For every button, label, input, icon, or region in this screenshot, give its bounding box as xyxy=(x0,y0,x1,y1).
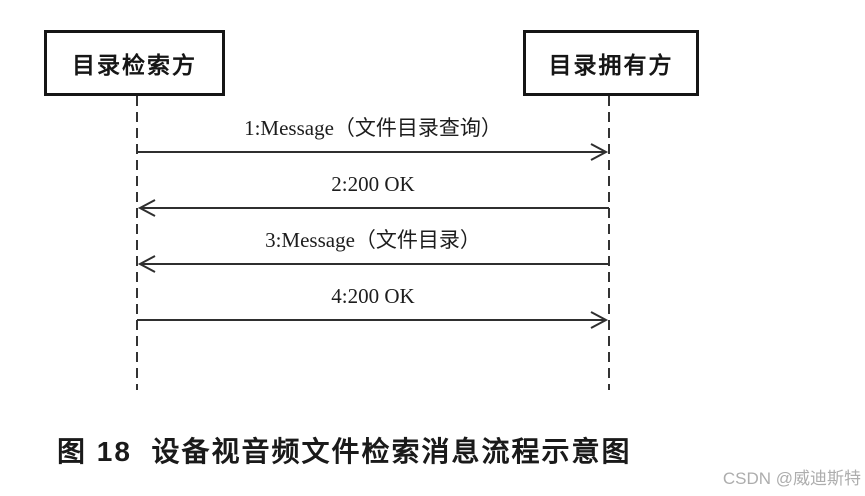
message-label: 1:Message（文件目录查询） xyxy=(244,116,502,140)
arrow-left-icon xyxy=(137,199,609,217)
arrow-left-icon xyxy=(137,255,609,273)
lifeline-left xyxy=(136,96,138,390)
actor-box-directory-owner: 目录拥有方 xyxy=(523,30,699,96)
message-label: 2:200 OK xyxy=(331,172,415,196)
actor-label: 目录检索方 xyxy=(72,53,197,78)
lifeline-right xyxy=(608,96,610,390)
watermark: CSDN @威迪斯特 xyxy=(722,469,861,488)
message-label: 3:Message（文件目录） xyxy=(265,228,481,252)
message-label: 4:200 OK xyxy=(331,284,415,308)
arrow-right-icon xyxy=(137,143,609,161)
actor-label: 目录拥有方 xyxy=(548,53,674,78)
figure-caption: 图 18 设备视音频文件检索消息流程示意图 xyxy=(57,436,632,467)
actor-box-directory-retriever: 目录检索方 xyxy=(44,30,225,96)
arrow-right-icon xyxy=(137,311,609,329)
